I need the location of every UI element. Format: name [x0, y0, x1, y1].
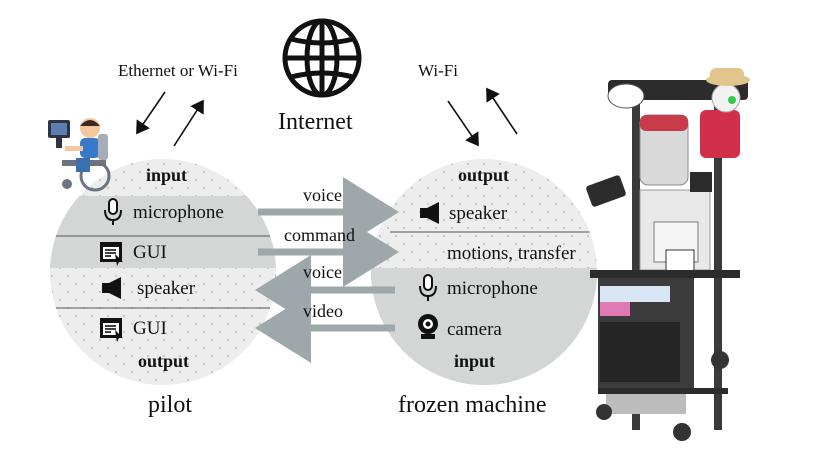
flow-label-command: command	[284, 225, 355, 245]
machine-row-camera: camera	[447, 319, 502, 340]
pilot-output-heading: output	[138, 351, 190, 371]
flow-label-voice: voice	[303, 185, 342, 205]
pilot-row-speaker: speaker	[137, 278, 196, 299]
pilot-illustration	[48, 118, 111, 192]
speaker-icon	[102, 277, 121, 299]
microphone-icon	[104, 198, 122, 225]
pilot-row-microphone: microphone	[133, 202, 224, 223]
flow-label-voice: voice	[303, 262, 342, 282]
gui-icon	[100, 318, 123, 342]
machine-link-label: Wi-Fi	[418, 61, 458, 80]
machine-row-motions: motions, transfer	[447, 243, 576, 264]
speaker-icon	[420, 202, 439, 224]
pilot-row-gui: GUI	[133, 318, 167, 339]
machine-row-microphone: microphone	[447, 278, 538, 299]
internet-label: Internet	[278, 109, 353, 135]
pilot-circle	[50, 159, 276, 385]
machine-illustration	[586, 68, 750, 441]
flow-label-video: video	[303, 301, 343, 321]
pilot-link-label: Ethernet or Wi-Fi	[118, 61, 238, 80]
camera-icon	[418, 314, 438, 339]
machine-row-speaker: speaker	[449, 203, 508, 224]
machine-title: frozen machine	[398, 392, 547, 418]
gui-icon	[100, 242, 123, 266]
network-arrows	[136, 87, 518, 147]
microphone-icon	[419, 274, 437, 301]
pilot-input-heading: input	[146, 165, 188, 185]
machine-output-heading: output	[458, 165, 510, 185]
globe-icon	[282, 18, 362, 98]
pilot-title: pilot	[148, 392, 193, 418]
pilot-row-gui: GUI	[133, 242, 167, 263]
flow-arrows	[255, 177, 399, 363]
machine-input-heading: input	[454, 351, 496, 371]
machine-circle	[371, 159, 597, 385]
